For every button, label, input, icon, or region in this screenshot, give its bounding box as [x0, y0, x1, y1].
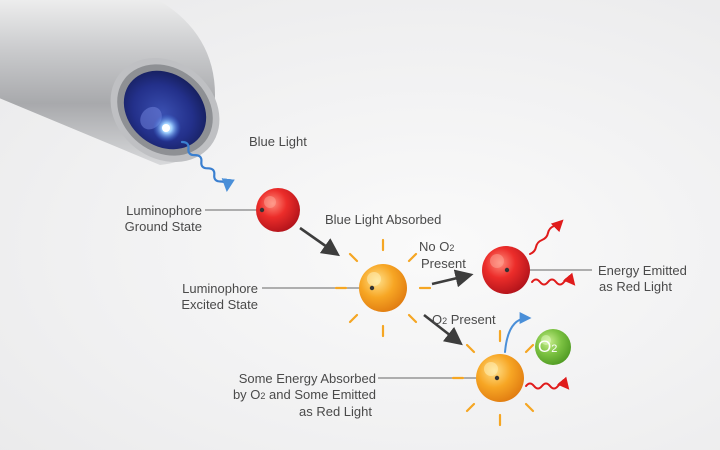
quenched-luminophore	[451, 312, 570, 427]
excited-state-luminophore	[334, 238, 432, 338]
blue-light-wave	[180, 140, 235, 192]
o2-molecule-subscript: 2	[551, 343, 558, 355]
excited-state-line2: Excited State	[181, 297, 258, 312]
o2-molecule	[535, 329, 571, 365]
o2-molecule-letter: O	[538, 337, 552, 356]
excited-rays	[334, 238, 432, 338]
o2-present-prefix: O	[432, 312, 443, 327]
blue-light-absorbed-label: Blue Light Absorbed	[325, 212, 442, 227]
quench-line2-prefix: by O	[232, 387, 261, 402]
ground-state-luminophore	[256, 188, 300, 232]
no-o2-prefix: No O	[419, 239, 450, 254]
probe-light-source	[0, 0, 220, 165]
energy-emitted-label: Energy Emitted as Red Light	[598, 263, 687, 295]
o2-present-arrow	[423, 313, 463, 346]
no-o2-subscript: 2	[449, 243, 455, 253]
excited-state-line1: Luminophore	[182, 281, 258, 296]
blue-light-label: Blue Light	[249, 134, 307, 149]
ground-state-label: Luminophore Ground State	[106, 203, 202, 235]
red-wave-upper	[529, 219, 564, 255]
ground-state-label-line2: Ground State	[124, 219, 202, 234]
quench-line3: as Red Light	[299, 404, 372, 419]
o2-present-label: O2 Present	[432, 312, 496, 329]
quench-line2-suffix: and Some Emitted	[265, 387, 376, 402]
ground-state-label-line1: Luminophore	[126, 203, 202, 218]
quench-line1: Some Energy Absorbed	[238, 371, 376, 386]
o2-present-subscript: 2	[442, 316, 448, 326]
quench-line2-subscript: 2	[260, 391, 266, 401]
energy-emitted-line2: as Red Light	[599, 279, 672, 294]
red-wave-quenched	[525, 376, 570, 390]
quench-label: Some Energy Absorbed by O2 and Some Emit…	[200, 371, 376, 420]
no-o2-label-line2: Present	[421, 256, 466, 271]
no-o2-label: No O2 Present	[419, 239, 466, 272]
o2-present-suffix: Present	[447, 312, 496, 327]
energy-emitted-line1: Energy Emitted	[598, 263, 687, 278]
quenched-rays	[451, 329, 535, 427]
no-o2-arrow	[431, 269, 474, 288]
emitting-luminophore	[482, 219, 576, 294]
red-wave-lower	[531, 272, 576, 286]
absorb-arrow	[299, 226, 340, 257]
excited-state-label: Luminophore Excited State	[160, 281, 258, 313]
o2-molecule-label: O2	[538, 337, 557, 359]
blue-energy-transfer-arrow	[504, 312, 532, 353]
